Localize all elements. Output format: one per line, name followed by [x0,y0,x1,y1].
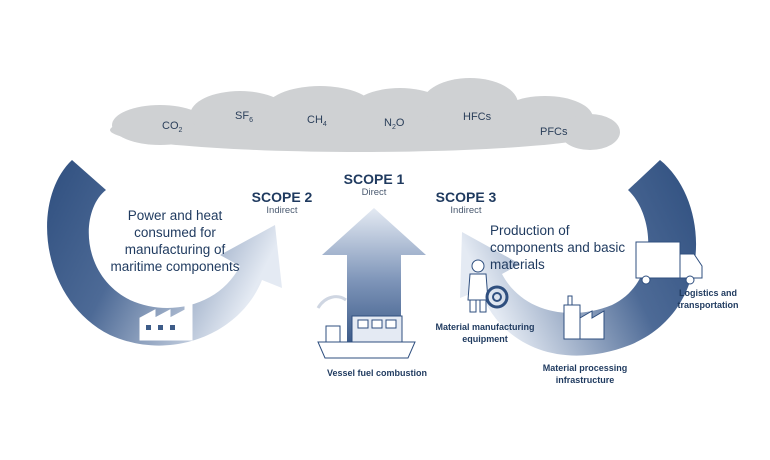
processing-plant-icon [563,295,605,340]
scope1-caption: Vessel fuel combustion [326,368,428,378]
factory-icon [139,280,193,341]
cloud-icon [110,78,620,152]
gas-ch4: CH4 [307,114,327,129]
scope2-title: SCOPE 2 [251,189,313,205]
scope2-subtitle: Indirect [266,205,298,216]
scope3-subtitle: Indirect [450,205,482,216]
scope2-arrow [47,160,282,346]
gas-co2: CO2 [162,120,183,135]
gas-hfcs: HFCs [463,111,492,123]
scope3-title: SCOPE 3 [435,189,497,205]
ship-icon [316,295,416,359]
truck-icon [635,241,703,285]
scope3-description: Production of components and basic mater… [490,223,626,272]
gear-icon [485,285,509,309]
scope3-arrow [460,160,697,356]
scope2-description: Power and heat consumed for manufacturin… [110,208,240,274]
logistics-label: Logistics and transportation [677,288,739,310]
scope1-subtitle: Direct [361,187,387,198]
processing-label: Material processing infrastructure [542,363,628,385]
scope1-title: SCOPE 1 [343,171,405,187]
gas-sf6: SF6 [235,110,253,125]
worker-icon [467,259,489,313]
gas-n2o: N2O [384,117,405,132]
gas-pfcs: PFCs [540,126,568,138]
manufacturing-label: Material manufacturing equipment [435,322,535,344]
